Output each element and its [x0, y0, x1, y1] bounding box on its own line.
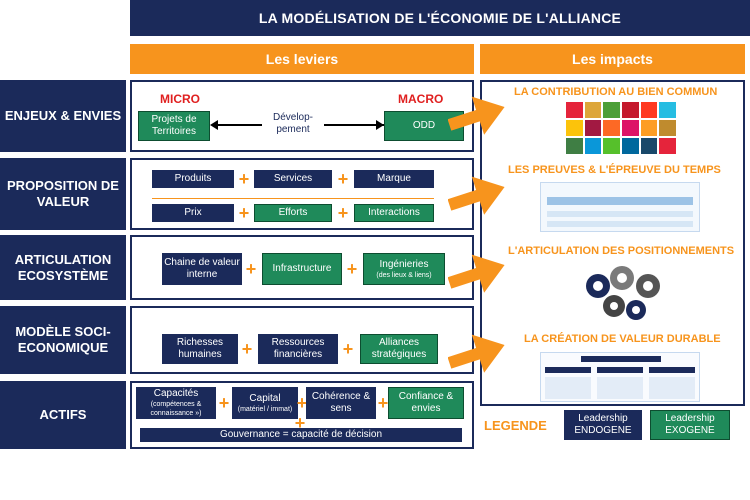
arrow-up-right-icon [448, 176, 505, 215]
macro-label: MACRO [398, 92, 444, 106]
capital-box: Capital (matériel / immat) [232, 387, 298, 419]
efforts-box: Efforts [254, 204, 332, 222]
services-box: Services [254, 170, 332, 188]
sdg-goal-icon [566, 138, 583, 154]
plus-icon: + [342, 338, 354, 359]
developpement-label: Dévelop-pement [262, 108, 324, 140]
plus-icon: + [218, 392, 230, 413]
table-column [649, 377, 695, 399]
arrow-up-right-icon [448, 96, 505, 135]
levers-header: Les leviers [130, 44, 474, 74]
plus-icon: + [296, 392, 308, 413]
ingenieries-label: Ingénieries [379, 258, 429, 270]
page-title: LA MODÉLISATION DE L'ÉCONOMIE DE L'ALLIA… [130, 0, 750, 36]
sdg-goal-icon [584, 138, 602, 154]
plus-icon: + [337, 202, 349, 223]
chaine-valeur-box: Chaine de valeur interne [162, 253, 242, 285]
legend-endogene: Leadership ENDOGENE [564, 410, 642, 440]
timeline-bar [547, 211, 693, 217]
row-label-modele: MODÈLE SOCI-ECONOMIQUE [0, 306, 126, 374]
infrastructure-box: Infrastructure [262, 253, 342, 285]
sdg-goal-icon [603, 102, 620, 118]
alliances-box: Alliances stratégiques [360, 334, 438, 364]
sdg-goal-icon [621, 120, 639, 136]
arrow-up-right-icon [448, 334, 505, 373]
sdg-goal-icon [566, 120, 583, 136]
divider [152, 198, 434, 199]
coherence-box: Cohérence & sens [306, 387, 376, 419]
gouvernance-box: Gouvernance = capacité de décision [140, 428, 462, 442]
capital-label: Capital [249, 392, 281, 404]
sdg-goal-icon [659, 138, 676, 154]
timeline-bar [547, 197, 693, 205]
odd-box: ODD [384, 111, 464, 141]
produits-box: Produits [152, 170, 234, 188]
row-label-enjeux: ENJEUX & ENVIES [0, 80, 126, 152]
confiance-box: Confiance & envies [388, 387, 464, 419]
plus-icon: + [238, 202, 250, 223]
projets-territoires-box: Projets de Territoires [138, 111, 210, 141]
impact-positionnements-title: L'ARTICULATION DES POSITIONNEMENTS [508, 245, 735, 257]
arrow-up-right-icon [448, 254, 505, 293]
richesses-box: Richesses humaines [162, 334, 238, 364]
sdg-goal-icon [640, 120, 658, 136]
arrow-left-icon [210, 120, 218, 130]
sdg-goal-icon [584, 102, 602, 118]
capacites-label: Capacités [153, 388, 199, 399]
plus-icon: + [245, 258, 257, 279]
plus-icon: + [377, 392, 389, 413]
marque-box: Marque [354, 170, 434, 188]
capacites-box: Capacités (compétences & connaissance ») [136, 387, 216, 419]
sdg-goal-icon [659, 102, 676, 118]
sdg-goal-icon [603, 138, 620, 154]
table-column-header [597, 367, 643, 373]
sdg-goal-icon [621, 138, 639, 154]
sdg-goal-icon [621, 102, 639, 118]
timeline-thumbnail [540, 182, 700, 232]
plus-icon: + [238, 168, 250, 189]
sdg-goal-icon [640, 102, 658, 118]
ingenieries-sublabel: (des lieux & liens) [376, 271, 432, 279]
timeline-bar [547, 221, 693, 227]
table-column [545, 377, 591, 399]
capital-sublabel: (matériel / immat) [237, 405, 293, 413]
sdg-goal-icon [584, 120, 602, 136]
ressources-box: Ressources financières [258, 334, 338, 364]
plus-icon: + [294, 412, 306, 433]
impact-preuves-title: LES PREUVES & L'ÉPREUVE DU TEMPS [508, 164, 721, 176]
plus-icon: + [241, 338, 253, 359]
ingenieries-box: Ingénieries (des lieux & liens) [363, 253, 445, 285]
impacts-header: Les impacts [480, 44, 745, 74]
table-header-bar [581, 356, 661, 362]
sdg-goal-icon [640, 138, 658, 154]
sdg-goal-icon [603, 120, 620, 136]
row-label-articulation: ARTICULATION ECOSYSTÈME [0, 235, 126, 300]
plus-icon: + [346, 258, 358, 279]
capacites-sublabel: (compétences & connaissance ») [150, 401, 202, 417]
interactions-box: Interactions [354, 204, 434, 222]
sdg-icons-grid [566, 102, 676, 154]
micro-label: MICRO [160, 92, 200, 106]
impact-valeur-durable-title: LA CRÉATION DE VALEUR DURABLE [524, 333, 721, 345]
sdg-goal-icon [659, 120, 676, 136]
table-thumbnail [540, 352, 700, 402]
arrow-right-icon [376, 120, 384, 130]
prix-box: Prix [152, 204, 234, 222]
legend-exogene: Leadership EXOGENE [650, 410, 730, 440]
plus-icon: + [337, 168, 349, 189]
impact-bien-commun-title: LA CONTRIBUTION AU BIEN COMMUN [514, 86, 718, 98]
row-label-actifs: ACTIFS [0, 381, 126, 449]
table-column-header [545, 367, 591, 373]
row-label-proposition: PROPOSITION DE VALEUR [0, 158, 126, 230]
table-column-header [649, 367, 695, 373]
table-column [597, 377, 643, 399]
sdg-goal-icon [566, 102, 583, 118]
gears-icon [586, 266, 660, 320]
legend-label: LEGENDE [484, 418, 547, 433]
